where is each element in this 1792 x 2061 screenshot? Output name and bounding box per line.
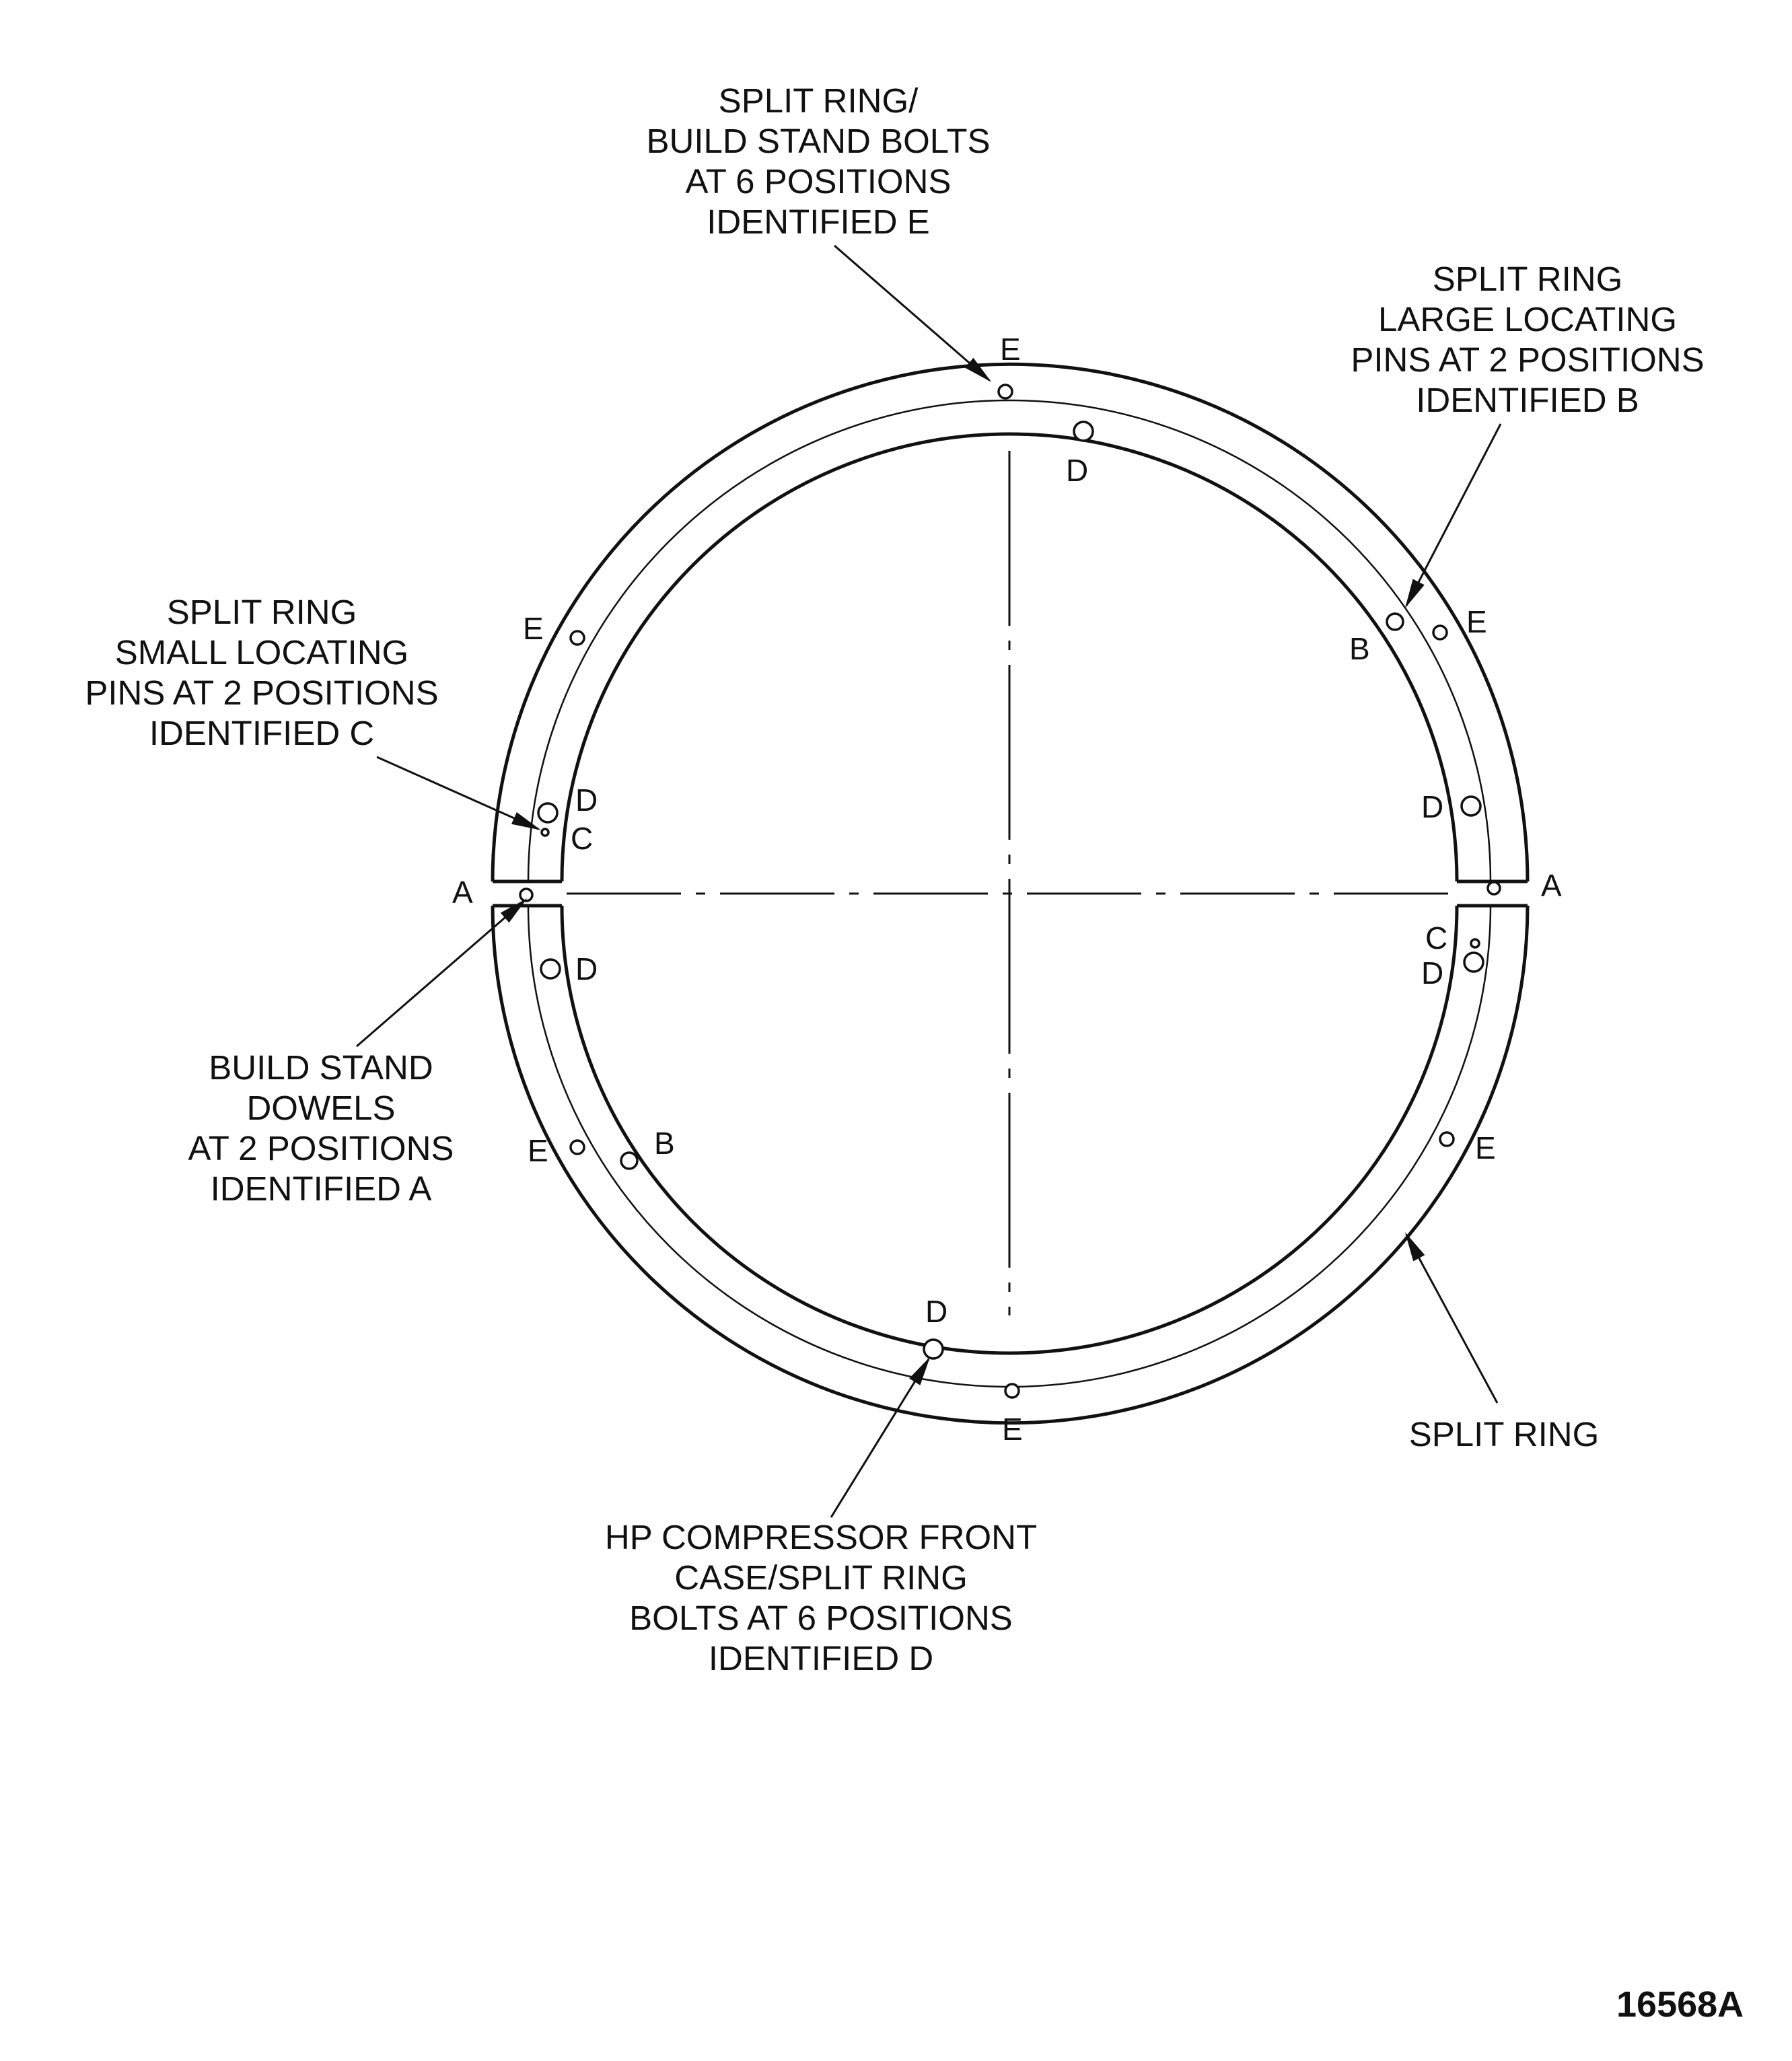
hole-c-right [1470, 938, 1480, 949]
letter-d-top: D [1066, 453, 1088, 488]
letter-d-right-lower: D [1421, 955, 1443, 990]
leader-d [830, 1357, 931, 1518]
hole-e-lower-left [569, 1139, 585, 1155]
callout-a-line-1: BUILD STAND [209, 1048, 433, 1087]
hole-e-top [997, 384, 1013, 400]
callout-b-line-1: SPLIT RING [1432, 260, 1623, 298]
callout-d-line-1: HP COMPRESSOR FRONT [604, 1518, 1038, 1556]
hole-d-left-upper [537, 802, 559, 824]
leader-lines [356, 244, 1502, 1518]
hole-d-top [1073, 421, 1094, 442]
hole-b-lower-left [620, 1151, 639, 1170]
middle-ring-top [527, 399, 1492, 882]
letter-d-right-upper: D [1421, 789, 1443, 824]
hole-e-bottom [1004, 1383, 1020, 1399]
hole-e-upper-left [569, 630, 585, 646]
callout-b-line-3: PINS AT 2 POSITIONS [1351, 340, 1705, 379]
inner-ring-top [560, 432, 1459, 882]
leader-e [834, 244, 992, 382]
callout-c-line-1: SPLIT RING [166, 593, 357, 631]
letter-e-lower-right: E [1475, 1130, 1496, 1165]
letter-e-top: E [1000, 332, 1021, 367]
letter-d-left-upper: D [575, 783, 598, 818]
callout-c-line-2: SMALL LOCATING [114, 633, 409, 672]
letter-d-left-lower: D [575, 951, 598, 986]
callout-e-line-3: AT 6 POSITIONS [685, 162, 952, 201]
callout-build-stand-bolts-e: SPLIT RING/ BUILD STAND BOLTS AT 6 POSIT… [630, 81, 1007, 242]
leader-split-ring [1404, 1232, 1499, 1404]
callout-c-line-3: PINS AT 2 POSITIONS [85, 674, 439, 712]
figure-number: 16568A [1616, 1984, 1744, 2025]
callout-c-line-4: IDENTIFIED C [149, 714, 375, 752]
leader-a [356, 898, 528, 1048]
letter-b-upper-right: B [1349, 631, 1370, 666]
hole-d-left-lower [540, 958, 561, 980]
callout-d-line-4: IDENTIFIED D [708, 1639, 934, 1677]
hole-e-upper-right [1432, 624, 1448, 641]
callout-a-line-4: IDENTIFIED A [210, 1169, 432, 1208]
inner-ring-bottom [560, 905, 1459, 1355]
letter-d-bottom: D [925, 1294, 947, 1329]
letter-c-right: C [1425, 920, 1447, 955]
hole-d-right-lower [1463, 951, 1484, 973]
callout-build-stand-dowels-a: BUILD STAND DOWELS AT 2 POSITIONS IDENTI… [149, 1048, 493, 1209]
hole-a-left [519, 888, 534, 902]
callout-hp-compressor-bolts-d: HP COMPRESSOR FRONT CASE/SPLIT RING BOLT… [585, 1517, 1056, 1679]
letter-e-lower-left: E [528, 1133, 548, 1168]
hole-d-bottom [923, 1338, 944, 1360]
callout-small-locating-pins-c: SPLIT RING SMALL LOCATING PINS AT 2 POSI… [57, 592, 467, 754]
callout-d-line-2: CASE/SPLIT RING [674, 1558, 968, 1597]
callout-b-line-4: IDENTIFIED B [1416, 381, 1639, 419]
holes [519, 384, 1501, 1399]
callout-large-locating-pins-b: SPLIT RING LARGE LOCATING PINS AT 2 POSI… [1322, 259, 1733, 421]
letter-a-left: A [452, 875, 473, 910]
letter-e-bottom: E [1002, 1412, 1023, 1447]
callout-d-line-3: BOLTS AT 6 POSITIONS [629, 1599, 1013, 1637]
hole-e-lower-right [1439, 1131, 1455, 1147]
callout-a-line-3: AT 2 POSITIONS [188, 1129, 454, 1167]
leader-c [376, 756, 542, 830]
hole-a-right [1486, 881, 1501, 896]
callout-e-line-4: IDENTIFIED E [707, 203, 930, 241]
letter-e-upper-left: E [523, 611, 544, 646]
callout-a-line-2: DOWELS [246, 1089, 396, 1127]
outer-ring-bottom [491, 905, 1530, 1425]
hole-d-right-upper [1460, 795, 1482, 817]
letter-a-right: A [1541, 868, 1562, 903]
callout-split-ring-line-1: SPLIT RING [1408, 1415, 1600, 1453]
callout-e-line-2: BUILD STAND BOLTS [646, 122, 991, 160]
callout-split-ring: SPLIT RING [1373, 1414, 1635, 1455]
hole-letters: E D E D C A D E B D E B E D A C D E [452, 332, 1562, 1447]
letter-e-upper-right: E [1466, 604, 1487, 639]
hole-b-upper-right [1386, 612, 1404, 631]
center-lines [567, 451, 1452, 1315]
letter-b-lower-left: B [654, 1126, 675, 1161]
outer-ring-top [491, 362, 1530, 882]
callout-e-line-1: SPLIT RING/ [718, 81, 919, 120]
leader-b [1404, 423, 1502, 608]
callout-b-line-2: LARGE LOCATING [1378, 300, 1677, 338]
letter-c-left: C [571, 821, 593, 856]
hole-c-left [540, 828, 550, 837]
